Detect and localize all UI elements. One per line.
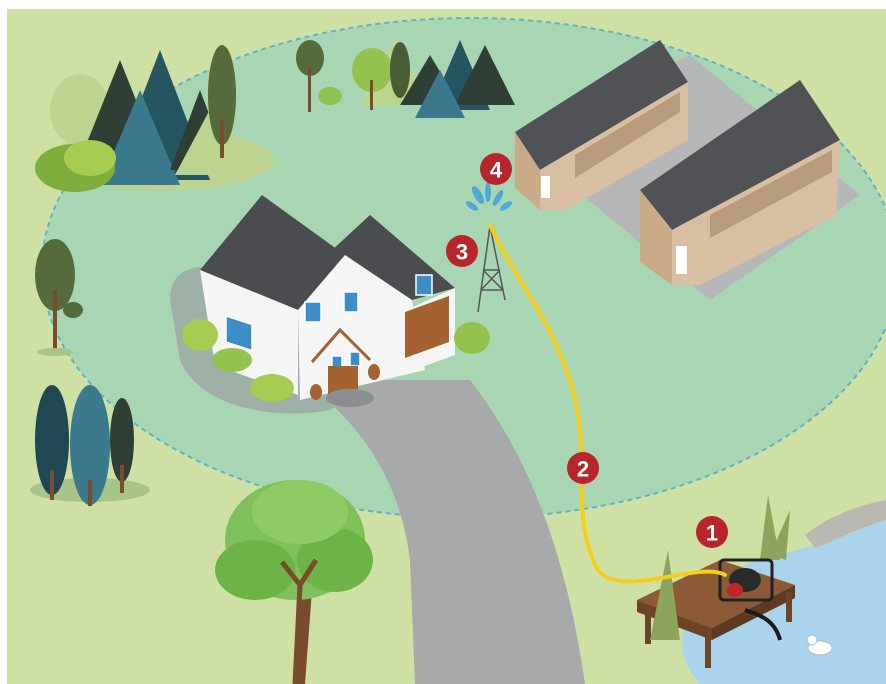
marker-1: 1 bbox=[696, 516, 728, 548]
marker-3: 3 bbox=[446, 235, 478, 267]
scene-svg: 1 2 3 4 bbox=[7, 9, 886, 684]
irrigation-scene: 1 2 3 4 bbox=[7, 9, 886, 684]
marker-2-label: 2 bbox=[577, 457, 589, 482]
marker-1-label: 1 bbox=[706, 521, 718, 546]
marker-2: 2 bbox=[567, 452, 599, 484]
marker-4-label: 4 bbox=[490, 158, 503, 183]
marker-4: 4 bbox=[480, 153, 512, 185]
marker-3-label: 3 bbox=[456, 240, 468, 265]
